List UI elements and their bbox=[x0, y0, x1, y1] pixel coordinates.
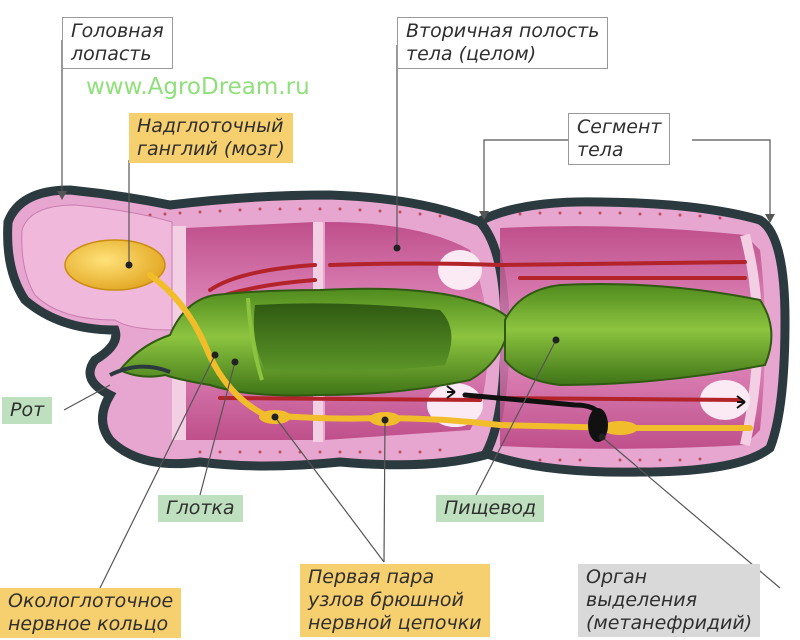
arrowheads bbox=[57, 191, 775, 223]
nephridium bbox=[446, 385, 746, 442]
nerve-node bbox=[602, 421, 638, 435]
watermark: www.AgroDream.ru bbox=[86, 74, 310, 100]
leader-dots bbox=[125, 244, 606, 441]
mouth-opening bbox=[109, 364, 171, 377]
label-mouth: Рот bbox=[2, 397, 53, 424]
ganglion-shape bbox=[64, 239, 166, 291]
leader-lines bbox=[61, 40, 781, 589]
nervous-system bbox=[64, 239, 753, 435]
gut bbox=[109, 283, 773, 397]
intestine-shape bbox=[504, 283, 773, 387]
label-esophagus: Пищевод bbox=[436, 495, 545, 522]
label-pharynx: Глотка bbox=[158, 495, 243, 522]
pharynx-inner bbox=[253, 303, 452, 372]
